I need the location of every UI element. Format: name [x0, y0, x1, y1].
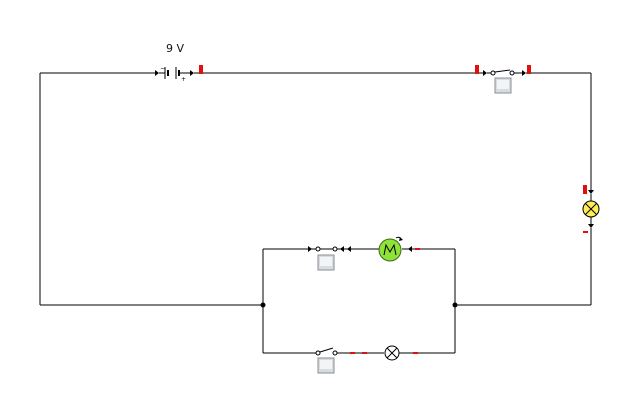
lamp-branch-lower[interactable] — [350, 345, 418, 361]
switch-icon — [308, 246, 344, 252]
lamp-icon — [582, 200, 600, 218]
junction-left — [260, 302, 266, 308]
battery-icon: − + — [155, 65, 194, 83]
switch-top[interactable] — [475, 65, 531, 94]
battery[interactable]: 9 V − + — [155, 42, 203, 83]
wires — [39, 72, 592, 354]
lamp-right[interactable] — [582, 185, 600, 233]
switch-branch-upper-button[interactable] — [317, 254, 335, 271]
switch-top-terminal-left — [475, 65, 479, 74]
battery-terminal-marker — [199, 65, 203, 74]
battery-minus-sign: − — [160, 65, 165, 72]
lamp-right-terminal-top — [583, 185, 587, 194]
switch-icon — [315, 347, 338, 356]
lamp-lower-terminal-a — [350, 352, 355, 354]
lamp-icon — [384, 345, 400, 361]
lamp-lower-terminal-c — [413, 352, 418, 354]
switch-branch-lower[interactable] — [315, 347, 338, 374]
motor[interactable] — [347, 236, 420, 262]
switch-branch-lower-button[interactable] — [317, 357, 335, 374]
motor-icon — [378, 236, 403, 262]
lamp-lower-terminal-b — [362, 352, 367, 354]
battery-plus-sign: + — [181, 76, 186, 83]
motor-terminal-marker — [415, 248, 420, 250]
switch-icon — [483, 69, 526, 76]
battery-voltage-label: 9 V — [166, 42, 184, 55]
switch-top-terminal-right — [527, 65, 531, 74]
switch-top-button[interactable] — [494, 77, 512, 94]
switch-branch-upper[interactable] — [308, 246, 344, 271]
lamp-right-terminal-bottom — [583, 231, 588, 233]
junction-right — [452, 302, 458, 308]
